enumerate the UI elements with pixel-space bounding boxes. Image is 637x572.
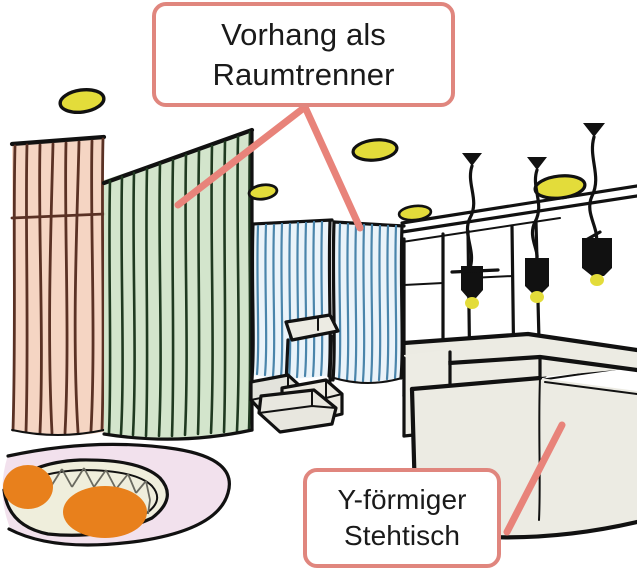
ceiling-light-oval <box>351 138 399 162</box>
callout-curtain-line1: Vorhang als <box>221 16 386 52</box>
ceiling-light-oval <box>247 183 279 201</box>
green-curtain <box>101 127 255 441</box>
pendant-lamp <box>525 157 549 303</box>
ceiling-light-oval <box>397 204 433 222</box>
pendant-lamp <box>450 153 500 309</box>
seating-blocks <box>249 373 344 434</box>
callout-curtain-divider: Vorhang als Raumtrenner <box>152 2 455 107</box>
leader-line-curtain-right <box>301 103 364 232</box>
round-sofa <box>2 458 169 538</box>
pendant-lamp <box>582 123 612 286</box>
peach-curtain <box>9 134 107 436</box>
blue-curtain-right <box>331 220 406 384</box>
ceiling-beam-lines <box>400 184 637 243</box>
callout-y-standing-table: Y-förmiger Stehtisch <box>303 468 501 568</box>
pendant-lamps <box>450 123 612 309</box>
callout-table-line2: Stehtisch <box>343 520 461 551</box>
leader-line-curtain-left <box>174 103 309 209</box>
leader-lines <box>174 103 566 536</box>
callout-table-line1: Y-förmiger <box>337 484 467 515</box>
ceiling-lights <box>58 87 587 222</box>
ceiling-light-oval <box>58 87 106 115</box>
blue-curtain-left <box>250 218 334 380</box>
callout-curtain-line2: Raumtrenner <box>212 56 395 92</box>
leader-line-table <box>503 421 566 536</box>
